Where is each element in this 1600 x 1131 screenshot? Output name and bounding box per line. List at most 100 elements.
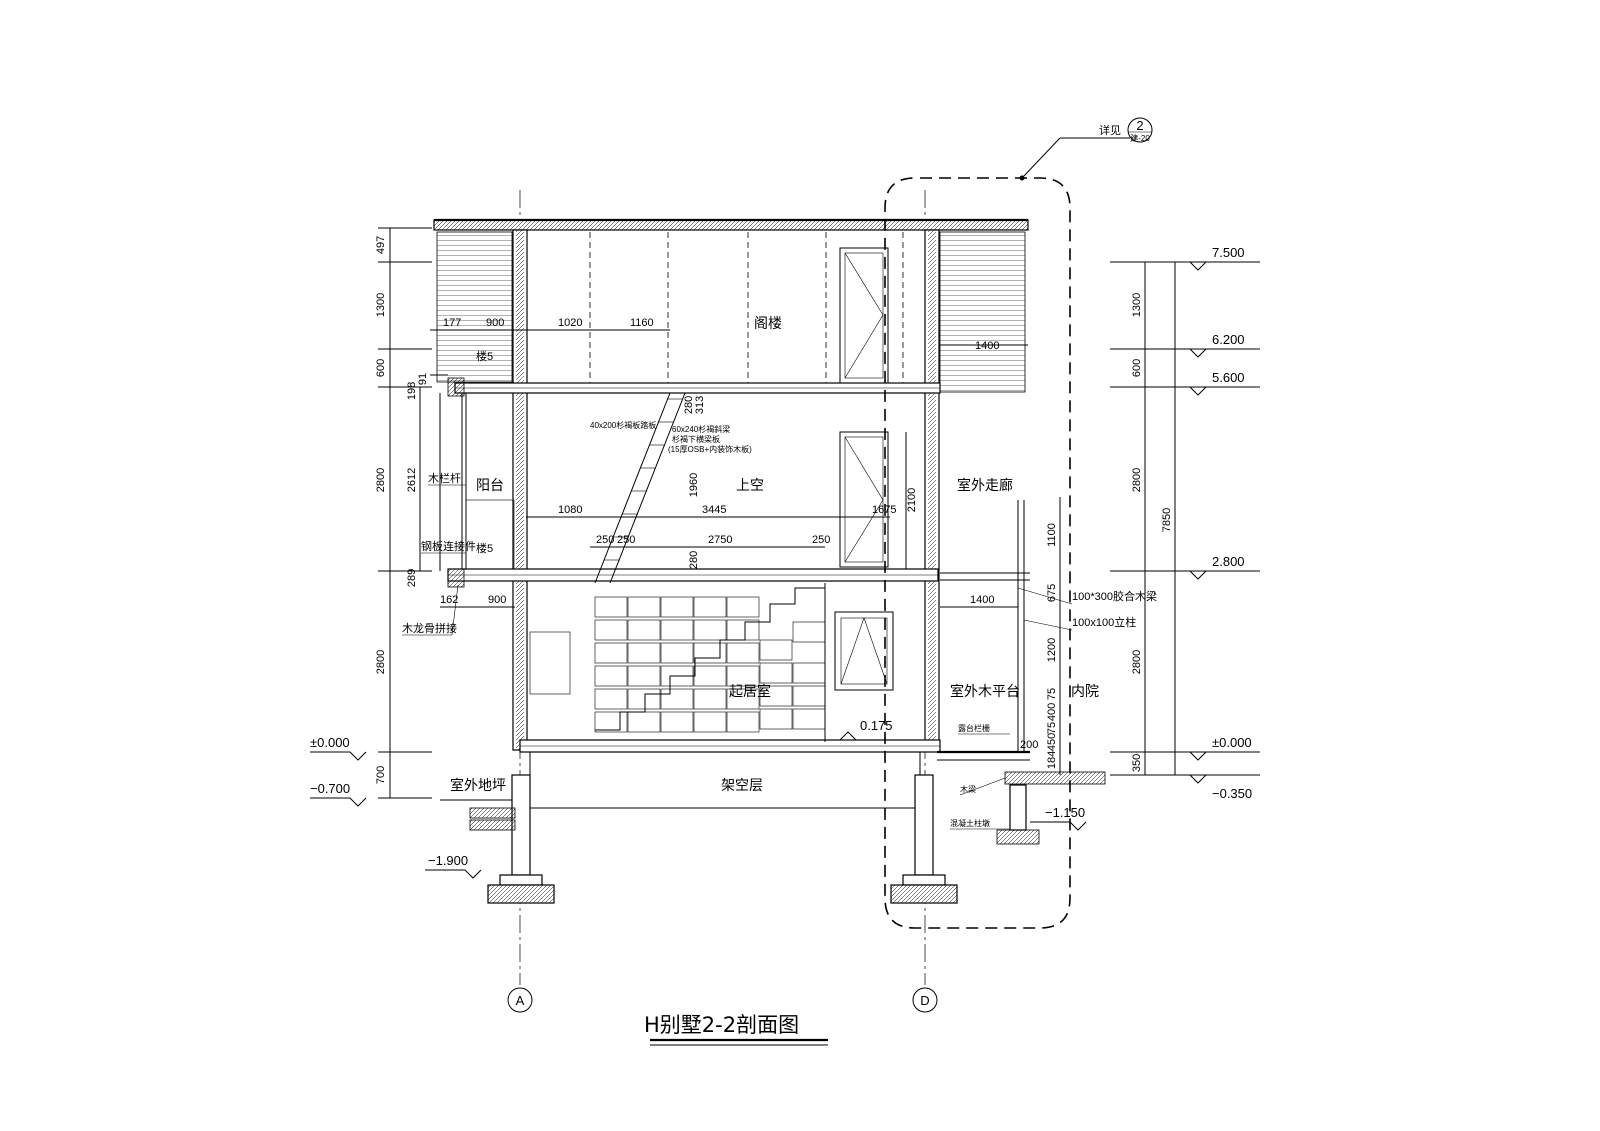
drawing-title: H别墅2-2剖面图 [644,1013,799,1037]
dim-right-1100: 1100 [1046,523,1058,547]
dim-right-600: 600 [1131,359,1143,377]
note-glulam-beam: 100*300胶合木梁 [1072,589,1157,603]
level-markers [310,261,1260,879]
detail-bubble [1127,117,1153,143]
dim-left-2800-a: 2800 [375,468,387,492]
dim-left-497: 497 [375,236,387,254]
note-floor5-upper: 楼5 [476,349,493,363]
level-7500: 7.500 [1212,245,1245,260]
dim-250-c: 250 [812,534,830,546]
living-panel [529,631,571,695]
roof [433,218,1029,393]
balcony [447,377,515,588]
dim-left-2800-b: 2800 [375,650,387,674]
note-post: 100x100立柱 [1072,615,1136,629]
note-pier: 混凝土柱墩 [950,818,990,828]
dim-left-700: 700 [375,766,387,784]
dim-250-a: 250 [596,534,614,546]
room-balcony: 阳台 [476,478,504,494]
room-crawl: 架空层 [721,778,763,794]
dim-right-1300: 1300 [1131,293,1143,317]
dim-right-675: 675 [1046,584,1058,602]
dim-177: 177 [443,317,461,329]
dim-1400-upper: 1400 [975,340,999,352]
detail-sheet: 建-20 [1130,133,1150,143]
room-outdoor-ground: 室外地坪 [450,777,506,794]
level-neg-0350: −0.350 [1212,786,1252,801]
foundations [440,500,1106,904]
dim-162: 162 [440,594,458,606]
axis-a-label: A [516,993,525,1008]
dim-left-2612: 2612 [406,468,418,492]
left-louvre [436,231,513,383]
dim-left-1300: 1300 [375,293,387,317]
room-outdoor-corridor: 室外走廊 [957,477,1013,494]
dim-280-lower: 280 [688,551,700,569]
axis-a-bubble [507,987,533,1013]
dim-right-75-b: 75 [1046,722,1058,734]
dim-1020: 1020 [558,317,582,329]
dim-250-b: 250 [617,534,635,546]
level-neg-1150: −1.150 [1045,805,1085,820]
right-louvre [939,231,1026,393]
room-courtyard: 内院 [1071,684,1099,700]
note-stair-tread: 40x200杉褐板踏板 [590,420,656,430]
dim-left-91: 91 [417,373,429,385]
dim-right-2800-b: 2800 [1131,650,1143,674]
dim-right-400: 400 [1046,703,1058,721]
level-2800: 2.800 [1212,554,1245,569]
dim-1675: 1675 [872,504,896,516]
horizontal-dimensions [430,329,1028,608]
dim-1080: 1080 [558,504,582,516]
dim-900-lower: 900 [488,594,506,606]
dim-3445: 3445 [702,504,726,516]
level-0175: 0.175 [860,718,893,733]
dim-right-450: 450 [1046,733,1058,751]
dim-left-289: 289 [406,569,418,587]
dim-left-600: 600 [375,359,387,377]
level-zero-right: ±0.000 [1212,735,1252,750]
level-6200: 6.200 [1212,332,1245,347]
detail-label: 详见 [1099,123,1121,137]
level-zero-left: ±0.000 [310,735,350,750]
level-neg-1900: −1.900 [428,853,468,868]
dim-left-198: 198 [406,382,418,400]
right-dimension-chain [1059,261,1210,776]
dim-200: 200 [1020,739,1038,751]
dim-900-upper: 900 [486,317,504,329]
dim-1960: 1960 [688,473,700,497]
room-living: 起居室 [729,683,771,700]
axis-d-bubble [912,987,938,1013]
dim-2100: 2100 [906,488,918,512]
dim-280-upper: 280 [683,396,695,414]
room-outdoor-deck: 室外木平台 [950,683,1020,700]
windows [834,247,894,691]
dim-1160: 1160 [630,317,654,329]
note-stair-stringer: 60x240杉褐斜梁 [672,424,730,434]
dim-right-7850: 7850 [1161,508,1173,532]
room-void: 上空 [736,478,764,494]
dim-right-75-a: 75 [1046,688,1058,700]
dim-1400-lower: 1400 [970,594,994,606]
note-wood-rail: 木栏杆 [428,471,461,485]
note-wood-joist: 木梁 [960,784,976,794]
note-floor5-lower: 楼5 [476,541,493,555]
dim-2750: 2750 [708,534,732,546]
detail-number: 2 [1136,118,1143,133]
room-attic: 阁楼 [754,316,782,332]
level-5600: 5.600 [1212,370,1245,385]
dim-right-1200: 1200 [1046,638,1058,662]
note-stair-beam: 杉褐下横梁板 [672,434,720,444]
dim-right-184: 184 [1046,751,1058,769]
level-neg-0700: −0.700 [310,781,350,796]
dim-right-350: 350 [1131,754,1143,772]
dim-313: 313 [694,396,706,414]
detail-leader [1021,137,1061,179]
left-dimension-chain [378,227,448,799]
note-osb-board: (15厚OSB+内装饰木板) [668,444,752,454]
axis-d-label: D [920,993,929,1008]
bookshelf-grid [529,583,826,742]
note-deck-rail: 露台栏栅 [958,723,990,733]
note-steel-plate: 钢板连接件 [421,539,476,553]
